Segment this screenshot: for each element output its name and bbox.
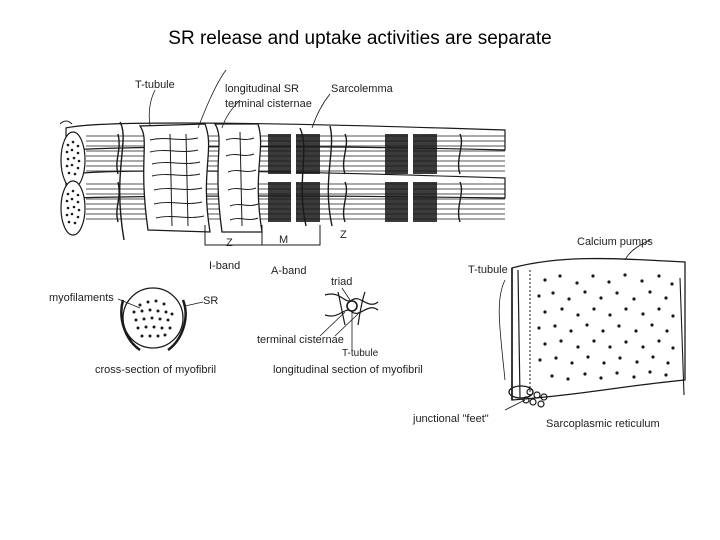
label-sr: SR	[203, 295, 218, 307]
label-cross-section: cross-section of myofibril	[95, 364, 216, 376]
triad-illustration	[319, 287, 379, 350]
label-t-tubule-lower: T-tubule	[342, 348, 379, 359]
label-junctional-feet: junctional "feet"	[412, 413, 489, 425]
fibril-end-cap-top	[60, 131, 86, 189]
label-terminal-cisternae: terminal cisternae	[225, 98, 312, 110]
slide-title: SR release and uptake activities are sep…	[168, 28, 552, 49]
sr-sheet-illustration	[498, 239, 686, 411]
label-triad: triad	[331, 276, 352, 288]
fibril-end-cap-bottom	[60, 180, 86, 236]
label-calcium-pumps: Calcium pumps	[577, 236, 653, 248]
label-m-line: M	[279, 234, 288, 246]
label-leaders	[148, 69, 331, 129]
label-sarcoplasmic-reticulum: Sarcoplasmic reticulum	[546, 418, 660, 430]
label-longitudinal-sr: longitudinal SR	[225, 83, 299, 95]
myofibril-bundle	[59, 120, 506, 246]
label-t-tubule-top: T-tubule	[135, 79, 175, 91]
label-sarcolemma: Sarcolemma	[331, 83, 394, 95]
label-myofilaments: myofilaments	[49, 292, 114, 304]
label-z-right: Z	[340, 229, 347, 241]
label-longitudinal-section: longitudinal section of myofibril	[273, 364, 423, 376]
label-z-left: Z	[226, 237, 233, 249]
cross-section-illustration	[117, 287, 204, 352]
label-a-band: A-band	[271, 265, 306, 277]
label-terminal-cisternae-lower: terminal cisternae	[257, 334, 344, 346]
label-t-tubule-right: T-tubule	[468, 264, 508, 276]
label-i-band: I-band	[209, 260, 240, 272]
